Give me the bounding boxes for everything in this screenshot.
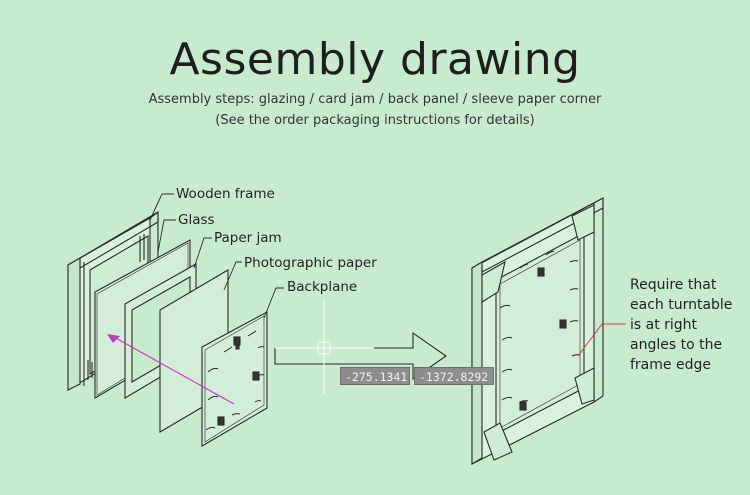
alignment-axis-line — [111, 335, 235, 405]
assembled-frame-drawing — [471, 197, 604, 465]
coordinate-y-input[interactable]: -1372.8292 — [414, 367, 494, 385]
note-line-2: each turntable — [630, 297, 732, 313]
page-title: Assembly drawing — [169, 34, 581, 85]
assembly-steps-text: Assembly steps: glazing / card jam / bac… — [148, 92, 602, 107]
note-line-1: Require that — [630, 277, 717, 293]
note-line-3: is at right — [630, 317, 698, 333]
packaging-note-text: (See the order packaging instructions fo… — [215, 113, 535, 128]
leader-lines — [149, 193, 284, 319]
label-photographic-paper: Photographic paper — [244, 255, 377, 271]
coordinate-x-input[interactable]: -275.1341 — [340, 367, 410, 385]
note-line-4: angles to the — [630, 337, 722, 353]
backplane-drawing — [201, 311, 268, 447]
label-backplane: Backplane — [287, 279, 357, 295]
note-leader-line — [577, 323, 626, 357]
note-line-5: frame edge — [630, 357, 711, 373]
label-wooden-frame: Wooden frame — [176, 186, 275, 202]
label-glass: Glass — [178, 212, 215, 228]
label-paper-jam: Paper jam — [214, 230, 282, 246]
cad-crosshair-cursor[interactable] — [275, 300, 374, 394]
